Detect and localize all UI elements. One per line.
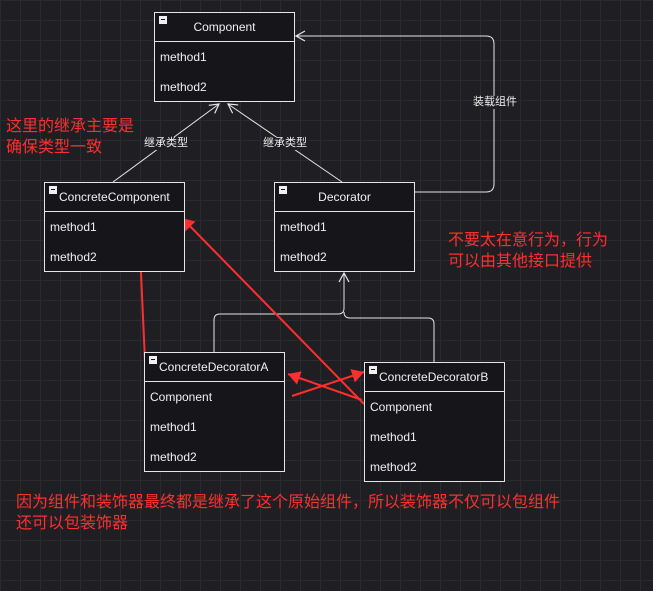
class-title: Component	[193, 20, 256, 34]
note-line: 可以由其他接口提供	[448, 253, 593, 270]
note-summary: 因为组件和装饰器最终都是继承了这个原始组件，所以装饰器不仅可以包组件 还可以包装…	[16, 492, 560, 534]
edge-label-inherit-right: 继承类型	[262, 137, 308, 150]
class-title: ConcreteComponent	[59, 190, 170, 204]
collapse-icon[interactable]	[279, 186, 287, 194]
inherit-decorator-a-edge	[213, 271, 350, 352]
class-decorator[interactable]: Decorator method1 method2	[274, 182, 415, 272]
class-concrete-decorator-a[interactable]: ConcreteDecoratorA Component method1 met…	[144, 352, 285, 472]
inherit-decorator-b-edge	[343, 311, 435, 362]
note-line: 这里的继承主要是	[6, 118, 135, 135]
class-title: ConcreteDecoratorA	[159, 360, 269, 374]
class-member: method1	[370, 430, 417, 444]
class-member: Component	[370, 400, 433, 414]
class-member: method1	[50, 220, 97, 234]
collapse-icon[interactable]	[159, 16, 167, 24]
class-concrete-component[interactable]: ConcreteComponent method1 method2	[44, 182, 185, 272]
note-line: 因为组件和装饰器最终都是继承了这个原始组件，所以装饰器不仅可以包组件	[16, 494, 561, 511]
class-title: Decorator	[318, 190, 371, 204]
red-arrow-b-to-concrete-component	[181, 217, 365, 405]
class-header: ConcreteDecoratorA	[145, 353, 284, 382]
edge-label-aggregation: 装载组件	[472, 96, 518, 109]
class-member: method2	[50, 250, 97, 264]
class-member: method1	[150, 420, 197, 434]
class-member: method2	[160, 80, 207, 94]
red-arrow-a-to-decorator-b	[291, 369, 365, 397]
class-member: method1	[160, 50, 207, 64]
class-title: ConcreteDecoratorB	[379, 370, 489, 384]
note-line: 不要太在意行为，行为	[448, 232, 609, 249]
collapse-icon[interactable]	[369, 366, 377, 374]
class-header: Component	[155, 13, 294, 42]
class-member: Component	[150, 390, 213, 404]
class-member: method1	[280, 220, 327, 234]
note-behavior: 不要太在意行为，行为 可以由其他接口提供	[448, 230, 608, 272]
class-header: ConcreteComponent	[45, 183, 184, 212]
collapse-icon[interactable]	[49, 186, 57, 194]
aggregation-edge	[294, 30, 495, 193]
class-header: Decorator	[275, 183, 414, 212]
class-member: method2	[370, 460, 417, 474]
edge-label-inherit-left: 继承类型	[143, 137, 189, 150]
class-member: method2	[280, 250, 327, 264]
note-line: 确保类型一致	[6, 139, 103, 156]
class-header: ConcreteDecoratorB	[365, 363, 504, 392]
red-arrow-b-to-decorator-a	[287, 371, 363, 401]
collapse-icon[interactable]	[149, 356, 157, 364]
note-inheritance-purpose: 这里的继承主要是 确保类型一致	[6, 116, 134, 158]
class-member: method2	[150, 450, 197, 464]
class-component[interactable]: Component method1 method2	[154, 12, 295, 102]
class-concrete-decorator-b[interactable]: ConcreteDecoratorB Component method1 met…	[364, 362, 505, 482]
note-line: 还可以包装饰器	[16, 515, 129, 532]
